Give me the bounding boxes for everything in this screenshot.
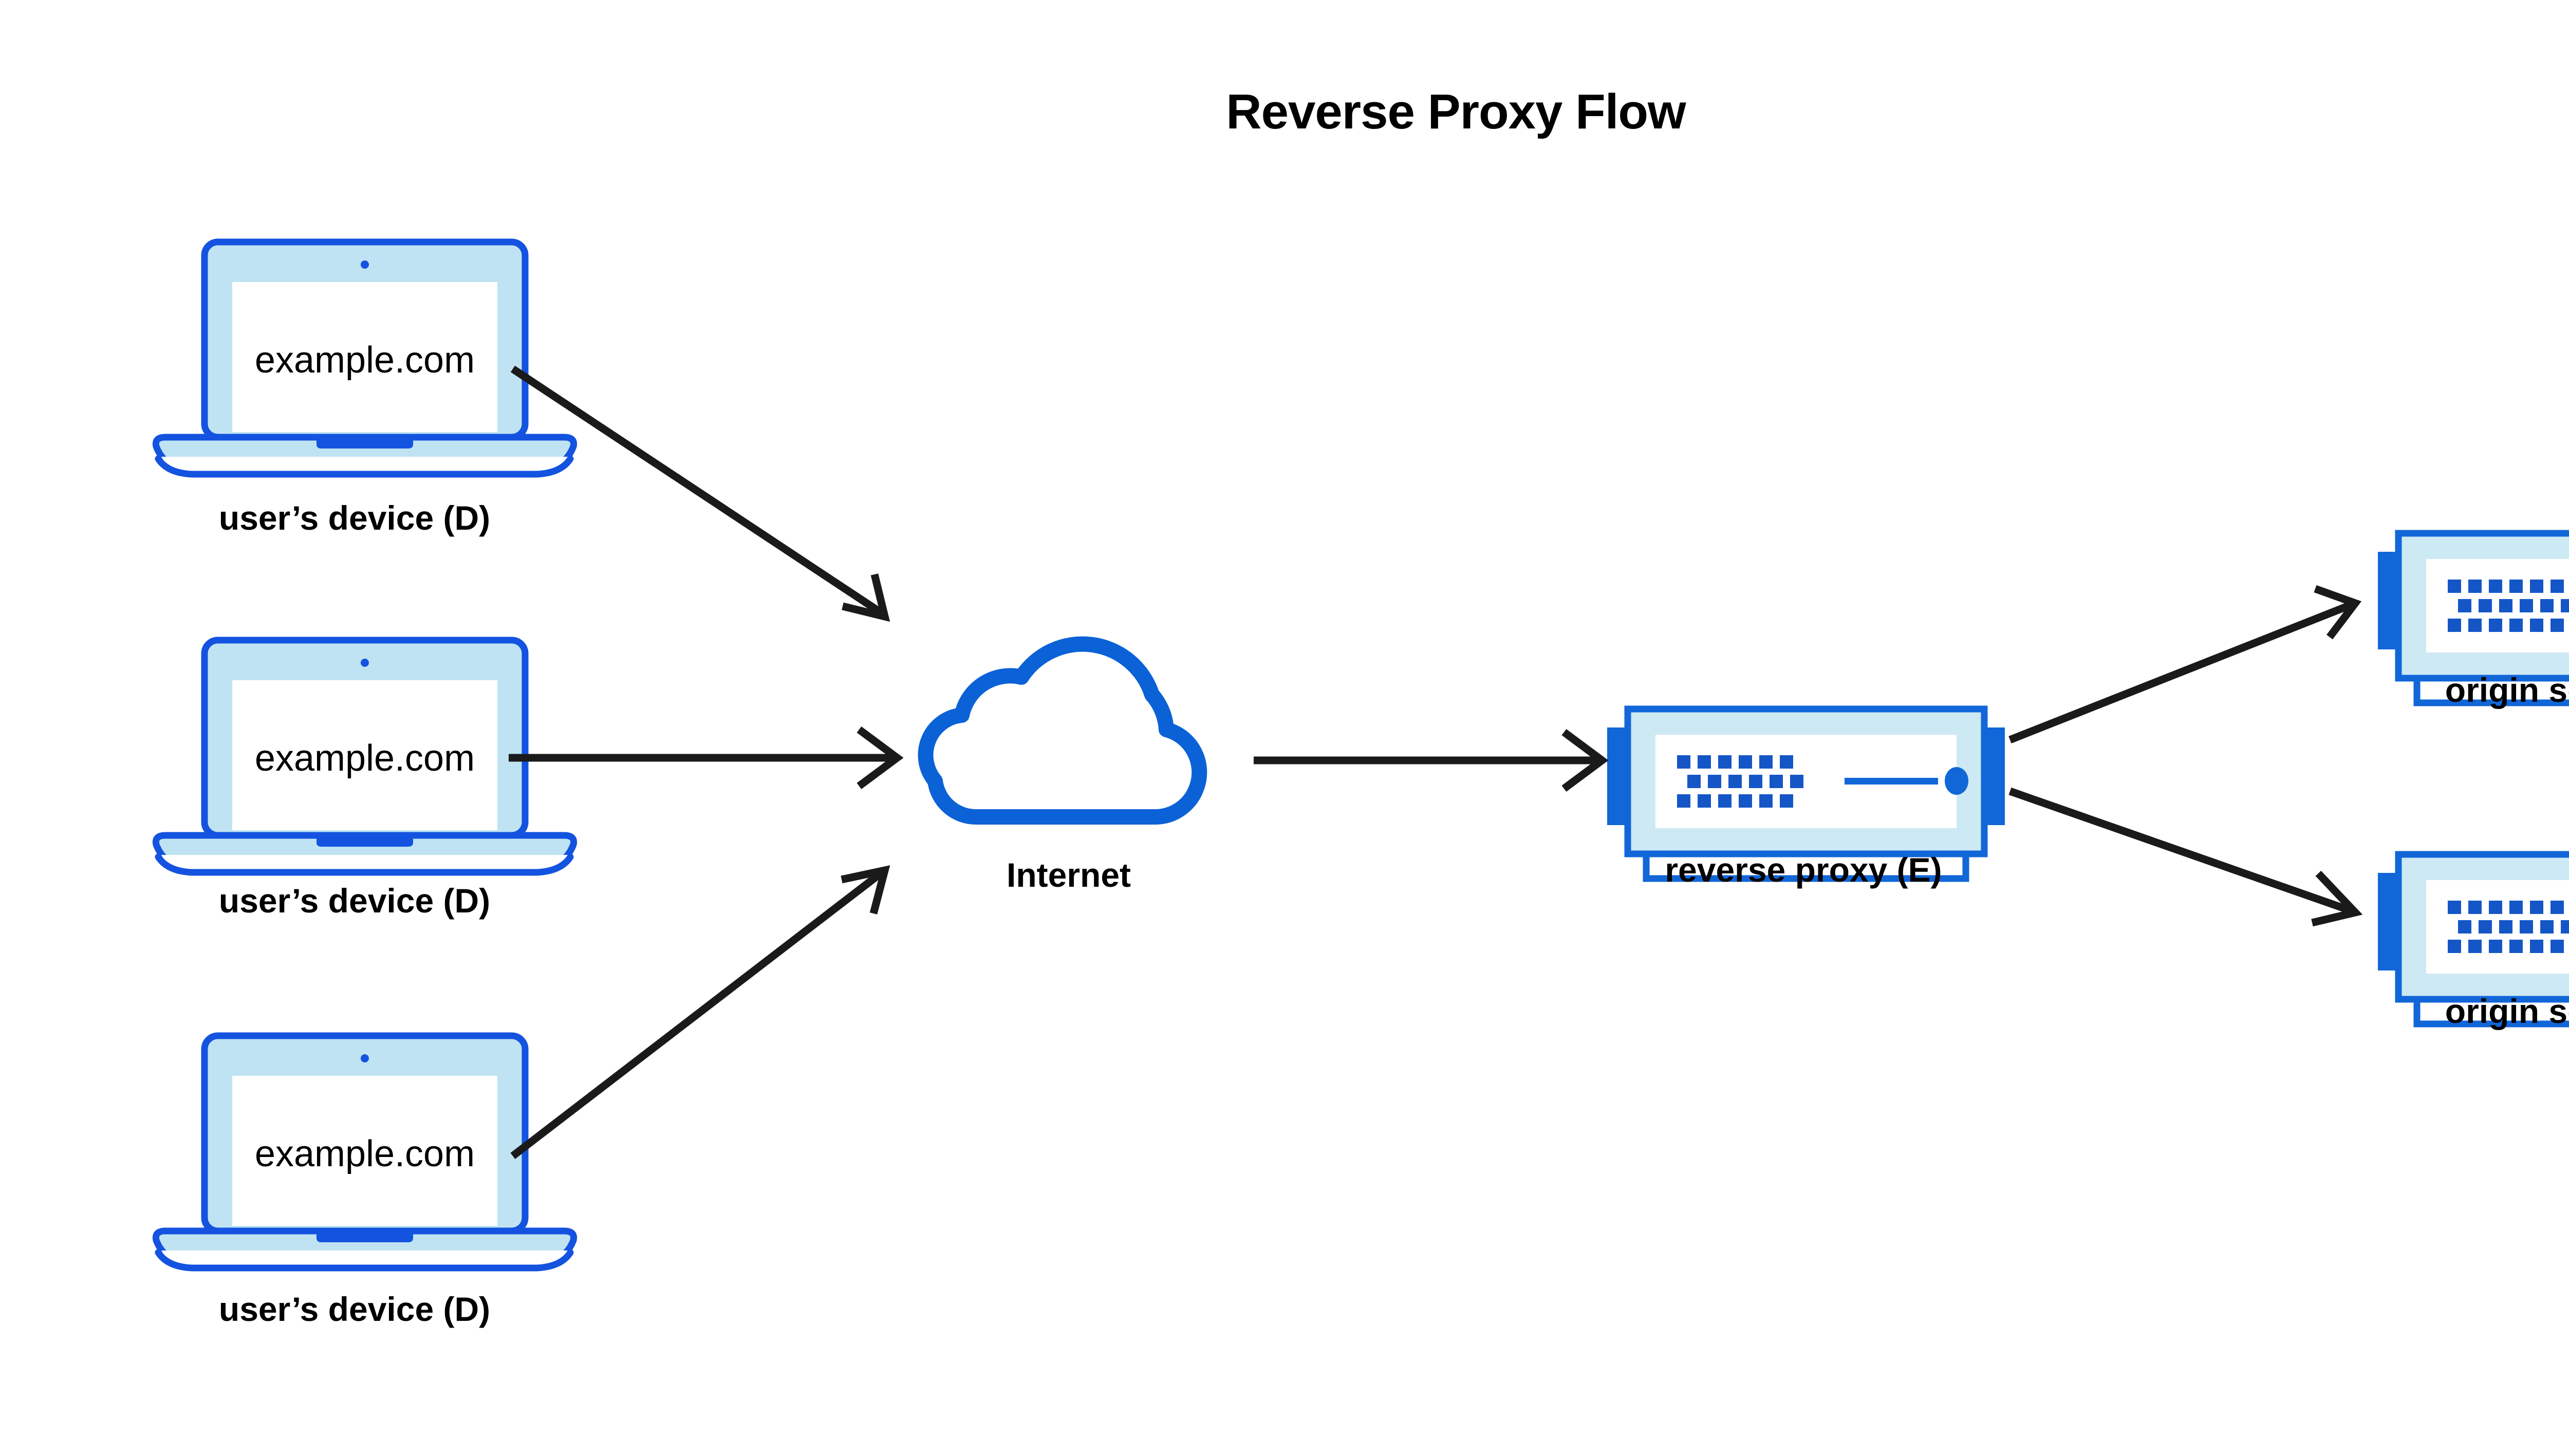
arrow-internet-to-proxy	[1254, 729, 1609, 792]
label-device-3: user’s device (D)	[218, 1290, 491, 1328]
label-internet: Internet	[1006, 856, 1131, 894]
label-reverse-proxy: reverse proxy (E)	[1665, 851, 1942, 889]
arrow-proxy-to-origin1	[2008, 585, 2362, 743]
screen-text-device-2: example.com	[254, 738, 475, 779]
label-origin-2: origin server (F)	[2445, 992, 2569, 1030]
screen-text-device-3: example.com	[254, 1133, 475, 1174]
page-title: Reverse Proxy Flow	[1226, 84, 1686, 139]
label-device-2: user’s device (D)	[218, 882, 491, 920]
screen-text-device-1: example.com	[254, 340, 475, 381]
cloud-icon-internet	[926, 644, 1200, 817]
label-origin-1: origin server (F)	[2445, 671, 2569, 709]
arrow-proxy-to-origin2	[2008, 787, 2363, 927]
arrow-device2-to-internet	[509, 726, 904, 790]
arrow-device1-to-internet	[510, 365, 890, 622]
arrow-device3-to-internet	[510, 865, 890, 1159]
label-device-1: user’s device (D)	[218, 499, 491, 537]
